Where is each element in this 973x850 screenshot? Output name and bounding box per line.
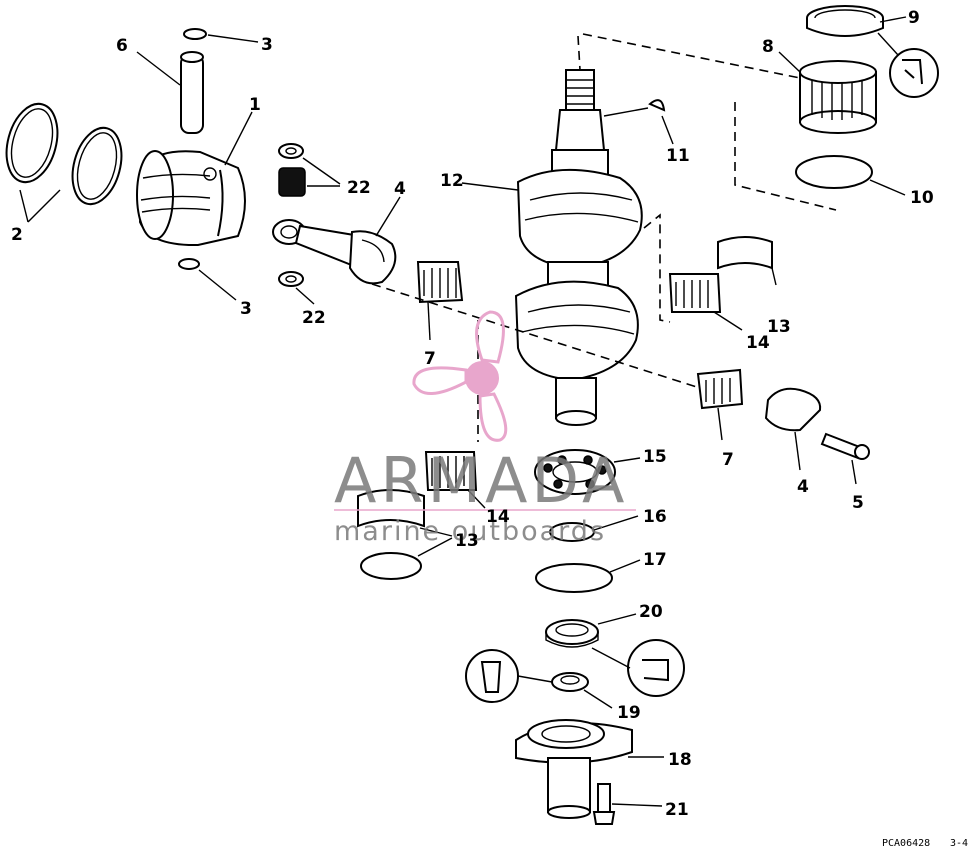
- part-connecting-rod: [272, 196, 401, 285]
- propeller-logo: [412, 310, 508, 442]
- callout-3-bottom: 3: [240, 299, 252, 319]
- page-ref: 3-4: [950, 838, 968, 849]
- callout-14-right: 14: [746, 333, 770, 353]
- callout-12: 12: [440, 171, 464, 191]
- watermark-tagline: marine outboards: [334, 516, 606, 547]
- part-woodruff-key: [603, 99, 674, 145]
- part-seals: [465, 613, 685, 709]
- part-pin-bearings: [278, 143, 341, 305]
- part-piston: [136, 111, 253, 247]
- callout-11: 11: [666, 146, 690, 166]
- watermark: ARMADA marine outboards: [334, 310, 636, 547]
- callout-7-lower: 7: [722, 450, 734, 470]
- callout-2: 2: [11, 225, 23, 245]
- callout-5: 5: [852, 493, 864, 513]
- callout-14-left: 14: [486, 507, 510, 527]
- propeller-hub-icon: [465, 361, 499, 395]
- callout-18: 18: [668, 750, 692, 770]
- callout-22-bottom: 22: [302, 308, 326, 328]
- callout-4-cap: 4: [797, 477, 809, 497]
- callout-1: 1: [249, 95, 261, 115]
- callout-8: 8: [762, 37, 774, 57]
- part-upper-bearing-group: [778, 5, 939, 196]
- part-crankshaft: [461, 69, 643, 426]
- reference-code: PCA06428: [882, 838, 930, 849]
- callout-7-upper: 7: [424, 349, 436, 369]
- part-retaining-rings: [178, 28, 259, 301]
- callout-3-top: 3: [261, 35, 273, 55]
- callout-16: 16: [643, 507, 667, 527]
- callout-6: 6: [116, 36, 128, 56]
- callout-labels: 1 2 3 3 4 4 5 6 7 7 8 9 10 11 12 13 13 1…: [11, 8, 934, 820]
- callout-15: 15: [643, 447, 667, 467]
- callout-4-rod: 4: [394, 179, 406, 199]
- watermark-brand: ARMADA: [334, 444, 628, 517]
- callout-19: 19: [617, 703, 641, 723]
- part-main-bearing-left: [357, 451, 486, 580]
- part-lower-bearing-housing: [515, 719, 664, 825]
- part-rod-cap-group: [696, 368, 870, 485]
- part-piston-rings: [5, 102, 123, 223]
- callout-13-left: 13: [455, 531, 479, 551]
- part-piston-pin: [136, 51, 204, 134]
- callout-13-right: 13: [767, 317, 791, 337]
- callout-10: 10: [910, 188, 934, 208]
- callout-21: 21: [665, 800, 689, 820]
- part-bearing-cage-upper: [416, 261, 464, 341]
- part-ball-bearing: [534, 449, 641, 495]
- callout-17: 17: [643, 550, 667, 570]
- part-snap-rings: [535, 515, 641, 593]
- callout-22-top: 22: [347, 178, 371, 198]
- callout-9: 9: [908, 8, 920, 28]
- part-main-bearing-right: [668, 236, 777, 331]
- callout-20: 20: [639, 602, 663, 622]
